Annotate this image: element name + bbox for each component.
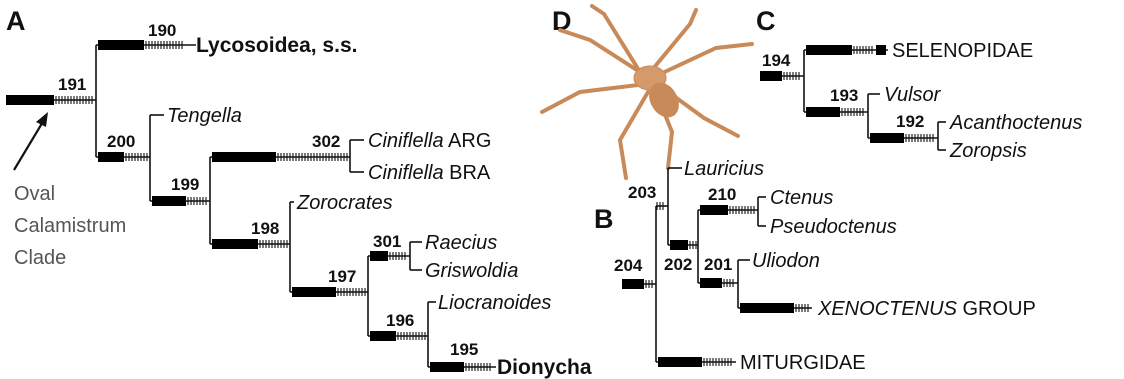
taxon-label: Uliodon bbox=[752, 250, 820, 272]
node-label: 302 bbox=[312, 132, 340, 151]
taxon-label: Ciniflella BRA bbox=[368, 162, 491, 184]
node-label: 199 bbox=[171, 175, 199, 194]
panel-b: B bbox=[594, 158, 1036, 374]
node-label: 197 bbox=[328, 267, 356, 286]
node-label: 193 bbox=[830, 86, 858, 105]
node-label: 190 bbox=[148, 21, 176, 40]
node-label: 204 bbox=[614, 256, 643, 275]
hatch-marks-a bbox=[56, 41, 490, 371]
panel-c: C 194 193 bbox=[756, 6, 1082, 162]
taxon-label: Lauricius bbox=[684, 158, 764, 180]
taxon-label: Raecius bbox=[425, 232, 497, 254]
panel-label-b: B bbox=[594, 204, 614, 234]
taxon-labels-c: SELENOPIDAE Vulsor Acanthoctenus Zoropsi… bbox=[884, 40, 1082, 162]
taxon-label: Acanthoctenus bbox=[949, 112, 1082, 134]
node-labels-b: 203 204 202 210 201 bbox=[614, 183, 736, 275]
node-label: 200 bbox=[107, 132, 135, 151]
node-label: 301 bbox=[373, 232, 401, 251]
node-label: 203 bbox=[628, 183, 656, 202]
taxon-label: Griswoldia bbox=[425, 260, 518, 282]
node-label: 210 bbox=[708, 185, 736, 204]
node-label: 194 bbox=[762, 51, 791, 70]
taxon-label: Liocranoides bbox=[438, 292, 551, 314]
node-label: 202 bbox=[664, 255, 692, 274]
node-label: 198 bbox=[251, 219, 279, 238]
panel-d: D bbox=[542, 6, 752, 178]
node-label: 191 bbox=[58, 75, 86, 94]
taxon-label: XENOCTENUS GROUP bbox=[817, 298, 1036, 320]
taxon-label: Ciniflella ARG bbox=[368, 130, 491, 152]
taxon-label: Dionycha bbox=[497, 356, 592, 379]
panel-label-c: C bbox=[756, 6, 776, 36]
taxon-label: Zoropsis bbox=[949, 140, 1027, 162]
taxon-label: Vulsor bbox=[884, 84, 942, 106]
taxon-label: Pseudoctenus bbox=[770, 216, 897, 238]
annotation-line: Calamistrum bbox=[14, 215, 126, 237]
support-bars-b bbox=[622, 205, 794, 367]
spider-illustration bbox=[542, 6, 752, 178]
node-label: 201 bbox=[704, 255, 732, 274]
panel-label-a: A bbox=[6, 6, 26, 36]
annotation-line: Oval bbox=[14, 183, 55, 205]
taxon-label: MITURGIDAE bbox=[740, 352, 866, 374]
node-labels-a: 190 191 200 199 302 198 197 301 196 195 bbox=[58, 21, 478, 359]
taxon-label: Lycosoidea, s.s. bbox=[196, 34, 357, 57]
panel-a: A bbox=[6, 6, 592, 379]
taxon-labels-a: Lycosoidea, s.s. Tengella Ciniflella ARG… bbox=[167, 34, 592, 379]
node-label: 196 bbox=[386, 311, 414, 330]
taxon-labels-b: Lauricius Ctenus Pseudoctenus Uliodon XE… bbox=[684, 158, 1036, 374]
taxon-label: Tengella bbox=[167, 105, 242, 127]
node-label: 192 bbox=[896, 112, 924, 131]
node-label: 195 bbox=[450, 340, 478, 359]
taxon-label: SELENOPIDAE bbox=[892, 40, 1033, 62]
annotation-line: Clade bbox=[14, 247, 66, 269]
taxon-label: Ctenus bbox=[770, 187, 833, 209]
taxon-label: Zorocrates bbox=[296, 192, 393, 214]
